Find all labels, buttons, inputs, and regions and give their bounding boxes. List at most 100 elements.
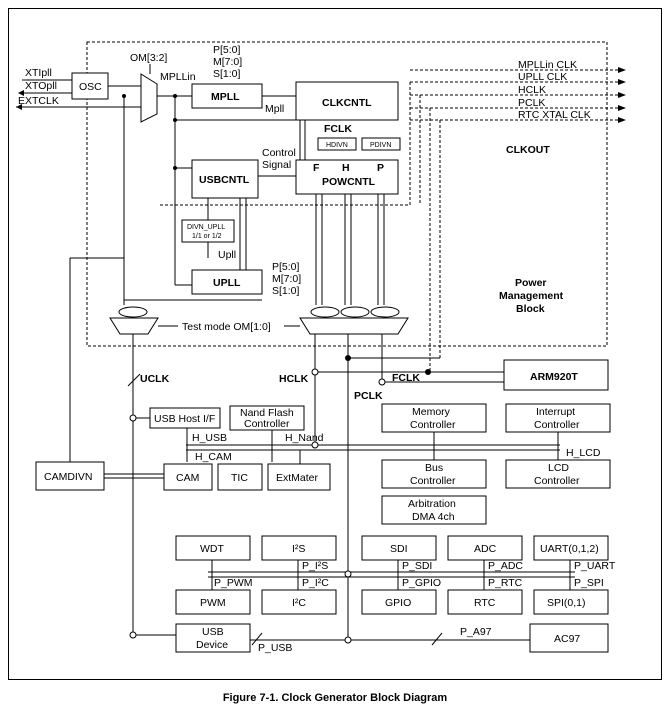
block-label: Block: [516, 303, 545, 315]
h-cam-label: H_CAM: [195, 451, 232, 463]
lcd-label-2: Controller: [534, 475, 580, 487]
nand-label-2: Controller: [244, 418, 290, 430]
spi-label: SPI(0,1): [547, 597, 586, 609]
gpio-box: [361, 589, 437, 615]
uclk-label: UCLK: [140, 373, 170, 385]
rtc-label: RTC: [474, 597, 496, 609]
fclk-top-label: FCLK: [324, 123, 352, 135]
p-adc-label: P_ADC: [488, 560, 523, 572]
bus-controller-box: [381, 459, 487, 489]
hdivn-label: HDIVN: [326, 142, 348, 149]
lcd-controller-box: [505, 459, 611, 489]
osc-label: OSC: [79, 81, 102, 93]
p-rtc-label: P_RTC: [488, 577, 523, 589]
clkcntl-label: CLKCNTL: [322, 97, 372, 109]
powcntl-f: F: [313, 162, 320, 174]
test-mode-mux-usb: [109, 317, 159, 335]
extmater-label: ExtMater: [276, 472, 319, 484]
powcntl-label: POWCNTL: [322, 176, 376, 188]
adc-box: [447, 535, 523, 561]
arm920t-box: [503, 359, 609, 391]
clkout-signal-0: MPLLin CLK: [518, 59, 577, 71]
upll-output-label: Upll: [218, 249, 236, 261]
upll-s-param: S[1:0]: [272, 285, 300, 297]
p-usb-label: P_USB: [258, 642, 292, 654]
clkout-signal-4: RTC XTAL CLK: [518, 109, 591, 121]
test-mode-mux-main: [299, 317, 409, 335]
power-label: Power: [515, 277, 547, 289]
nand-label-1: Nand Flash: [240, 407, 294, 419]
interrupt-label-1: Interrupt: [536, 406, 575, 418]
p-gpio-label: P_GPIO: [402, 577, 441, 589]
h-usb-label: H_USB: [192, 432, 227, 444]
extclk-label: EXTCLK: [18, 95, 59, 107]
p-spi-label: P_SPI: [574, 577, 604, 589]
clkout-signal-2: HCLK: [518, 84, 546, 96]
usb-device-label-1: USB: [202, 626, 224, 638]
xtopll-label: XTOpll: [25, 80, 57, 92]
i2s-box: [261, 535, 337, 561]
powcntl-box: [295, 159, 399, 195]
mpll-m-param: M[7:0]: [213, 56, 242, 68]
upll-box: [191, 269, 263, 295]
arm920t-label: ARM920T: [530, 371, 578, 383]
pdivn-label: PDIVN: [370, 142, 391, 149]
usbcntl-label: USBCNTL: [199, 174, 250, 186]
adc-label: ADC: [474, 543, 497, 555]
divn-upll-label: DIVN_UPLL: [187, 224, 225, 231]
i2c-box: [261, 589, 337, 615]
diagram-frame: [8, 8, 662, 680]
clkout-label: CLKOUT: [506, 144, 550, 156]
gpio-label: GPIO: [385, 597, 411, 609]
p-uart-label: P_UART: [574, 560, 616, 572]
h-lcd-label: H_LCD: [566, 447, 601, 459]
power-management-boundary: [86, 41, 608, 347]
sdi-label: SDI: [390, 543, 408, 555]
tic-label: TIC: [231, 472, 248, 484]
uart-box: [533, 535, 609, 561]
hdivn-box: [317, 137, 357, 151]
usb-device-label-2: Device: [196, 639, 228, 651]
usb-device-box: [175, 623, 251, 653]
upll-m-param: M[7:0]: [272, 273, 301, 285]
pclk-label: PCLK: [354, 390, 383, 402]
wdt-box: [175, 535, 251, 561]
memory-label-2: Controller: [410, 419, 456, 431]
powcntl-p: P: [377, 162, 384, 174]
p-sdi-label: P_SDI: [402, 560, 432, 572]
bus-controller-label-2: Controller: [410, 475, 456, 487]
i2c-label: I²C: [292, 597, 306, 609]
om32-label: OM[3:2]: [130, 52, 167, 64]
mpll-s-param: S[1:0]: [213, 68, 241, 80]
nand-box: [229, 405, 305, 431]
usbcntl-box: [191, 159, 259, 199]
upll-label: UPLL: [213, 277, 241, 289]
sdi-box: [361, 535, 437, 561]
xtipll-label: XTIpll: [25, 67, 52, 79]
memory-label-1: Memory: [412, 406, 451, 418]
p-pwm-label: P_PWM: [214, 577, 253, 589]
interrupt-label-2: Controller: [534, 419, 580, 431]
ac97-label: AC97: [554, 633, 580, 645]
clkout-signals: MPLLin CLK UPLL CLK HCLK PCLK RTC XTAL C…: [160, 59, 626, 372]
usb-host-box: [149, 407, 221, 429]
arbitration-box: [381, 495, 487, 525]
figure-caption: Figure 7-1. Clock Generator Block Diagra…: [222, 692, 448, 704]
clkout-signal-1: UPLL CLK: [518, 71, 567, 83]
mpll-label: MPLL: [211, 91, 240, 103]
usb-host-label: USB Host I/F: [154, 413, 215, 425]
p-a97-label: P_A97: [460, 626, 492, 638]
arbitration-label-1: Arbitration: [408, 498, 456, 510]
pdivn-box: [361, 137, 401, 151]
h-nand-label: H_Nand: [285, 432, 324, 444]
extmater-box: [267, 463, 331, 491]
control-label: Control: [262, 147, 296, 159]
uart-label: UART(0,1,2): [540, 543, 599, 555]
om32-mux: [140, 73, 158, 123]
arbitration-label-2: DMA 4ch: [412, 511, 455, 523]
memory-box: [381, 403, 487, 433]
test-mode-label: Test mode OM[1:0]: [182, 321, 271, 333]
ac97-box: [529, 623, 609, 653]
mpllin-label: MPLLin: [160, 71, 196, 83]
